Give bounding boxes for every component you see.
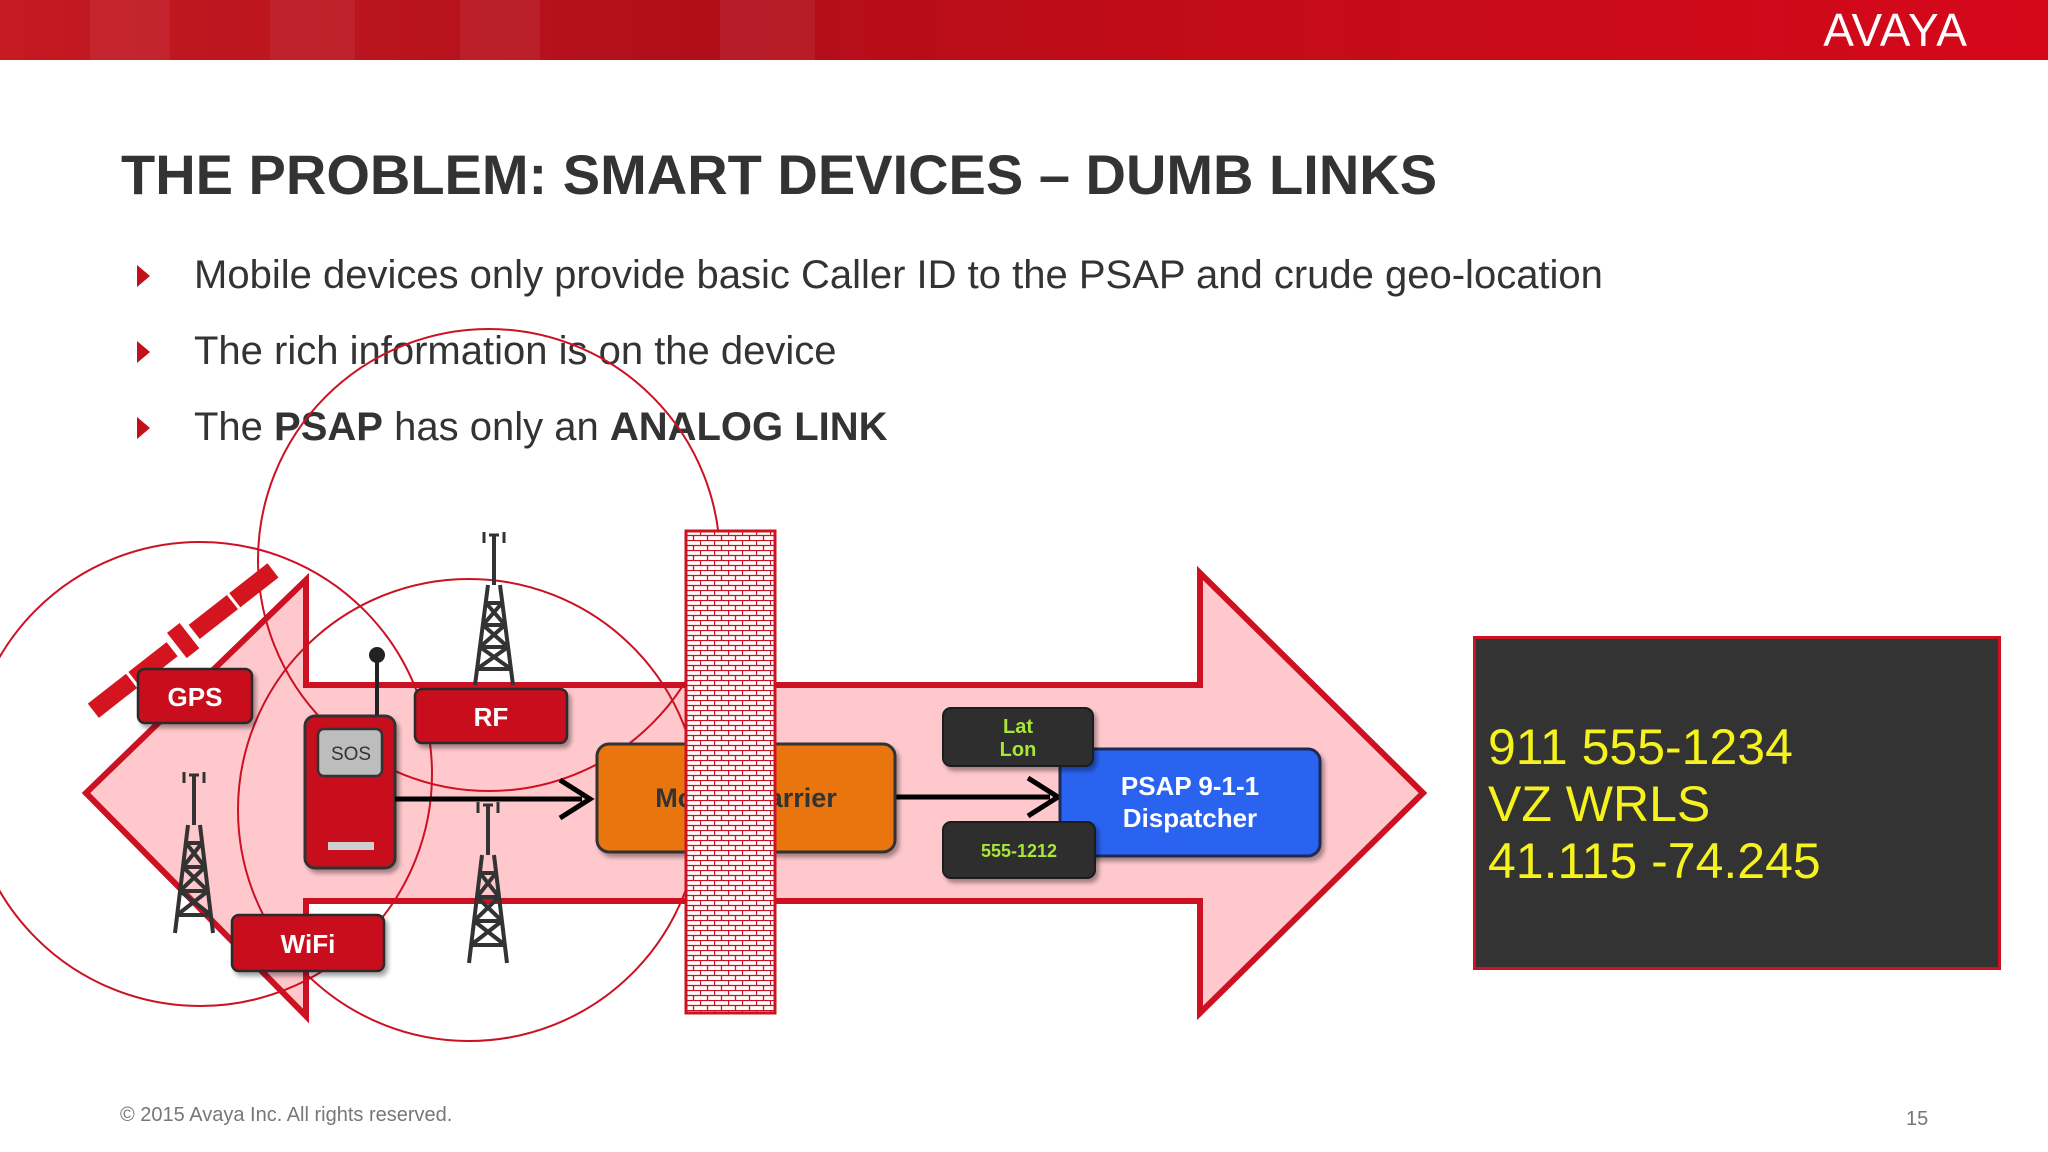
cell-tower-icon (473, 532, 515, 686)
phone-number-box: 555-1212 (942, 821, 1096, 879)
satellite-icon (87, 563, 279, 718)
bullet-text: has only an (382, 405, 610, 449)
lat-lon-box: Lat Lon (942, 707, 1094, 767)
sos-label: SOS (331, 744, 371, 765)
gps-coverage-circle (0, 541, 433, 1007)
gps-label: GPS (168, 682, 223, 712)
flow-arrow-carrier-to-psap (895, 775, 1063, 819)
lon-label: Lon (1000, 739, 1037, 761)
header-tile (720, 0, 815, 60)
screen-line-caller: 911 555-1234 (1488, 719, 1793, 775)
header-tile (270, 0, 355, 60)
flow-arrow-phone-to-carrier (395, 777, 595, 821)
rf-label: RF (474, 702, 509, 732)
bullet-text: The rich information is on the device (194, 329, 837, 373)
slide-title: THE PROBLEM: SMART DEVICES – DUMB LINKS (121, 143, 1438, 206)
copyright-text: © 2015 Avaya Inc. All rights reserved. (120, 1104, 453, 1126)
cell-tower-icon (467, 802, 509, 964)
bullet-text: Mobile devices only provide basic Caller… (194, 253, 1603, 297)
mobile-phone-icon (303, 647, 397, 870)
bullet-item: The PSAP has only an ANALOG LINK (135, 400, 1603, 476)
psap-label-line1: PSAP 9-1-1 (1121, 771, 1259, 801)
rf-label-box: RF (413, 687, 569, 745)
wifi-label: WiFi (281, 929, 336, 959)
bullet-item: The rich information is on the device (135, 324, 1603, 400)
screen-line-carrier: VZ WRLS (1488, 776, 1711, 832)
dispatcher-screen: 911 555-1234 VZ WRLS 41.115 -74.245 (1473, 636, 2001, 970)
bullet-item: Mobile devices only provide basic Caller… (135, 248, 1603, 324)
bullet-emphasis: ANALOG LINK (609, 405, 888, 449)
bullet-emphasis: PSAP (274, 405, 383, 449)
bullet-triangle-icon (137, 341, 150, 363)
wifi-label-box: WiFi (230, 913, 386, 973)
header-tile (90, 0, 170, 60)
bullet-triangle-icon (137, 265, 150, 287)
header-bar: AVAYA (0, 0, 2048, 60)
cell-tower-icon (173, 772, 215, 934)
page-number: 15 (1906, 1108, 1929, 1130)
gps-label-box: GPS (136, 667, 254, 725)
screen-line-location: 41.115 -74.245 (1488, 833, 1821, 889)
bullet-text: The (194, 405, 275, 449)
phone-number-label: 555-1212 (981, 841, 1057, 861)
psap-label-line2: Dispatcher (1123, 803, 1257, 833)
bullet-triangle-icon (137, 417, 150, 439)
psap-dispatcher-box: PSAP 9-1-1 Dispatcher (1058, 747, 1322, 858)
header-tile (460, 0, 540, 60)
avaya-logo: AVAYA (1823, 4, 1968, 56)
bullet-list: Mobile devices only provide basic Caller… (135, 248, 1603, 476)
firewall-wall (684, 529, 777, 1015)
lat-label: Lat (1003, 716, 1033, 738)
